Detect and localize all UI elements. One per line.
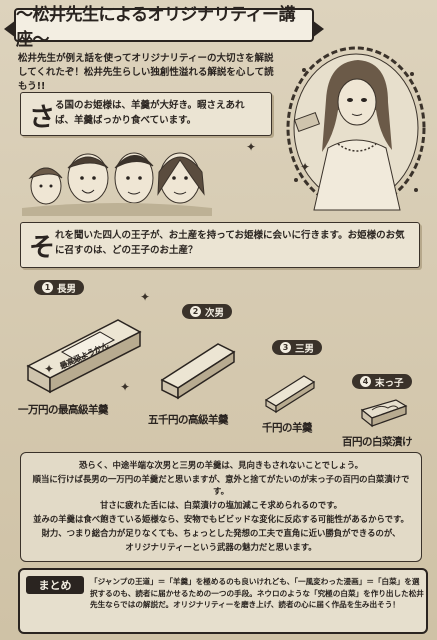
explanation-line: オリジナリティーという武器の魅力だと思います。 <box>125 542 317 552</box>
gift-caption-3: 千円の羊羹 <box>262 422 313 434</box>
story-box-text: る国のお姫様は、羊羹が大好き。暇さえあれば、羊羹ばっかり食べています。 <box>55 100 245 126</box>
gift-number: 4 <box>360 376 371 387</box>
summary-text: 「ジャンプの王道」＝「羊羹」を極めるのも良いけれども、「一風変わった漫画」＝「白… <box>90 577 424 609</box>
story-box-princess: さ る国のお姫様は、羊羹が大好き。暇さえあれば、羊羹ばっかり食べています。 <box>20 92 272 136</box>
gift-label-3: 3 三男 <box>272 340 323 355</box>
sparkle-icon: ✦ <box>44 362 55 376</box>
sparkle-icon: ✦ <box>120 380 131 394</box>
gift-number: 3 <box>280 342 291 353</box>
explanation-line: 財力、つまり総合力が足りなくても、ちょっとした発想の工夫で直角に近い勝負ができる… <box>41 528 401 538</box>
pickled-cabbage-tray <box>360 399 408 428</box>
story-box-lead-char: そ <box>29 233 56 263</box>
explanation-line: 順当に行けば長男の一万円の羊羹だと思いますが、意外と捨てがたいのが末っ子の百円の… <box>32 474 410 496</box>
story-box-text: れを聞いた四人の王子が、お土産を持ってお姫様に会いに行きます。お姫様のお気に召す… <box>55 230 405 256</box>
princes-illustration <box>22 152 212 216</box>
gift-caption-1: 一万円の最高級羊羹 <box>18 404 109 416</box>
gift-label-1: 1 長男 <box>34 280 85 295</box>
yokan-box-3 <box>264 375 316 414</box>
story-box-princes: そ れを聞いた四人の王子が、お土産を持ってお姫様に会いに行きます。お姫様のお気に… <box>20 222 420 268</box>
explanation-line: 恐らく、中途半端な次男と三男の羊羹は、見向きもされないことでしょう。 <box>79 460 363 470</box>
intro-text: 松井先生が例え話を使ってオリジナリティーの大切さを解説してくれたぞ！松井先生らし… <box>18 53 274 92</box>
summary-tag: まとめ <box>26 576 84 594</box>
explanation-panel: 恐らく、中途半端な次男と三男の羊羹は、見向きもされないことでしょう。 順当に行け… <box>20 452 422 562</box>
yokan-box-2 <box>160 343 236 400</box>
gift-caption-2: 五千円の高級羊羹 <box>148 414 229 426</box>
sparkle-icon: ✦ <box>246 140 257 154</box>
summary-box: まとめ 「ジャンプの王道」＝「羊羹」を極めるのも良いけれども、「一風変わった漫画… <box>18 568 428 634</box>
story-box-lead-char: さ <box>29 103 56 133</box>
gift-label-2: 2 次男 <box>182 304 233 319</box>
explanation-line: 並みの羊羹は食べ飽きている姫様なら、安物でもビビッドな変化に反応する可能性がある… <box>33 514 409 524</box>
gift-label-text: 三男 <box>295 343 315 355</box>
gift-number: 1 <box>42 282 53 293</box>
gift-number: 2 <box>190 306 201 317</box>
yokan-box-1 <box>26 319 142 394</box>
gift-caption-4: 百円の白菜漬け <box>342 436 413 448</box>
page-title: 〜松井先生によるオリジナリティー講座〜 <box>4 5 324 50</box>
sparkle-icon: ✦ <box>300 160 311 174</box>
gift-label-4: 4 末っ子 <box>352 374 412 389</box>
sparkle-icon: ✦ <box>140 290 151 304</box>
gift-label-text: 長男 <box>57 283 77 295</box>
gift-label-text: 末っ子 <box>375 377 404 389</box>
gift-label-text: 次男 <box>205 307 225 319</box>
explanation-line: 甘さに疲れた舌には、白菜漬けの塩加減こそ求められるのです。 <box>99 500 343 510</box>
princess-illustration <box>286 46 426 211</box>
